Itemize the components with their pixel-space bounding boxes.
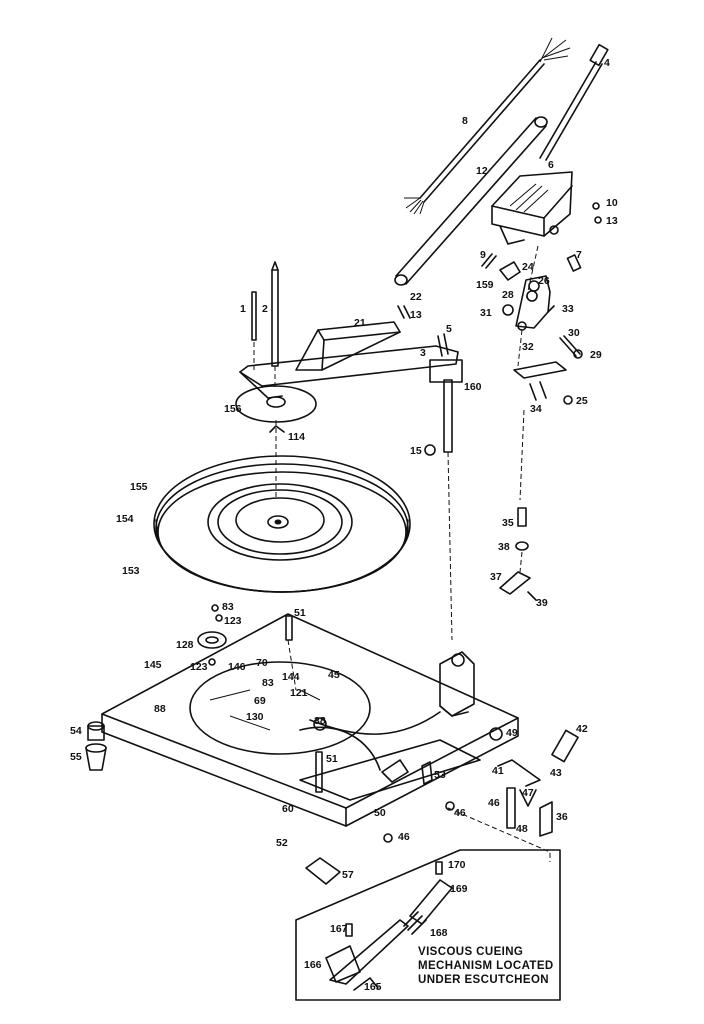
label-3: 3 [420,347,426,359]
label-51a: 51 [294,607,306,619]
label-29: 29 [590,349,602,361]
base-plate [101,613,579,885]
feet-54-55 [85,721,107,771]
label-156: 156 [224,403,242,415]
label-170: 170 [448,859,466,871]
label-69: 69 [254,695,266,707]
label-114: 114 [288,431,305,443]
label-121: 121 [290,687,308,699]
tonearm-pivot-post [424,379,453,641]
label-83a: 83 [222,601,234,613]
label-4: 4 [604,57,610,69]
label-42: 42 [576,723,588,735]
label-31: 31 [480,307,492,319]
note-line-2: MECHANISM LOCATED [418,960,554,972]
label-70: 70 [256,657,268,669]
note-line-1: VISCOUS CUEING [418,946,523,958]
label-83b: 83 [262,677,274,689]
arm-rest-part-21 [295,305,411,371]
label-168: 168 [430,927,448,939]
label-5: 5 [446,323,452,335]
label-47: 47 [522,787,534,799]
cueing-mechanism-inset [295,849,561,1001]
turntable-platter-153-154-155 [153,455,411,593]
label-38b: 38 [314,715,326,727]
label-145: 145 [144,659,162,671]
label-123a: 123 [224,615,242,627]
label-46c: 46 [398,831,410,843]
rod-part-4 [539,43,609,161]
label-41: 41 [492,765,504,777]
label-159: 159 [476,279,494,291]
label-33: 33 [562,303,574,315]
label-26: 26 [538,275,550,287]
label-60: 60 [282,803,294,815]
label-155: 155 [130,481,148,493]
label-169: 169 [450,883,468,895]
wire-harness-part-8 [404,37,571,215]
tube-part-12 [394,116,548,286]
label-160: 160 [464,381,482,393]
label-46a: 46 [488,797,500,809]
label-32: 32 [522,341,534,353]
label-9: 9 [480,249,486,261]
label-13a: 13 [606,215,618,227]
label-13b: 13 [410,309,422,321]
label-45: 45 [328,669,340,681]
note-line-3: UNDER ESCUTCHEON [418,974,549,986]
label-39: 39 [536,597,548,609]
label-51b: 51 [326,753,338,765]
label-24: 24 [522,261,534,273]
label-167: 167 [330,923,348,935]
label-30: 30 [568,327,580,339]
label-1: 1 [240,303,246,315]
label-128: 128 [176,639,194,651]
label-123b: 123 [190,661,208,673]
label-154: 154 [116,513,134,525]
label-165: 165 [364,981,382,993]
label-7: 7 [576,249,582,261]
label-21: 21 [354,317,366,329]
label-55: 55 [70,751,82,763]
label-6: 6 [548,159,554,171]
label-46b: 46 [454,807,466,819]
hub-disc-part-156 [235,385,317,500]
label-49: 49 [506,727,518,739]
label-144: 144 [282,671,300,683]
cueing-note: VISCOUS CUEING MECHANISM LOCATED UNDER E… [418,946,554,986]
cartridge-hardware [481,202,602,405]
label-54: 54 [70,725,82,737]
label-50: 50 [374,807,386,819]
label-48: 48 [516,823,528,835]
label-88: 88 [154,703,166,715]
label-25: 25 [576,395,588,407]
label-38: 38 [498,541,510,553]
label-12: 12 [476,165,488,177]
label-34: 34 [530,403,542,415]
label-146: 146 [228,661,246,673]
label-153: 153 [122,565,140,577]
label-2: 2 [262,303,268,315]
label-15: 15 [410,445,422,457]
label-37: 37 [490,571,502,583]
spindle-posts-1-2 [251,261,279,390]
idler-pulley-128 [197,604,297,691]
label-10: 10 [606,197,618,209]
cartridge-housing-part-6 [491,171,573,245]
label-22: 22 [410,291,422,303]
label-52: 52 [276,837,288,849]
label-36: 36 [556,811,568,823]
label-28: 28 [502,289,514,301]
label-166: 166 [304,959,322,971]
label-53: 53 [434,769,446,781]
label-8: 8 [462,115,468,127]
label-43: 43 [550,767,562,779]
adjustment-hardware-35-39 [499,409,537,601]
label-130: 130 [246,711,264,723]
label-57: 57 [342,869,354,881]
part-number-labels: 4 8 6 12 10 13 9 7 159 24 26 28 33 31 30… [70,57,618,993]
label-35: 35 [502,517,514,529]
